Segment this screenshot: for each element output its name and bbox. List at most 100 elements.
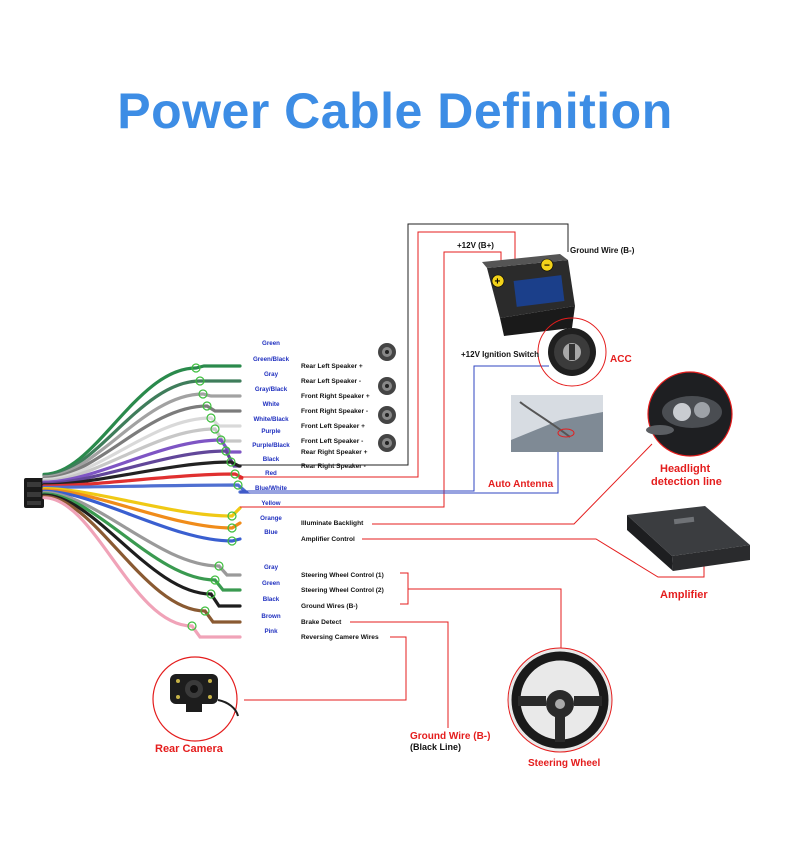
wire-function-label: Rear Right Speaker - [301, 463, 366, 470]
wire-7 [42, 449, 242, 485]
wire-function-label: Ground Wires (B-) [301, 603, 358, 610]
wire-ring-14 [214, 561, 224, 571]
wire-function-label: Steering Wheel Control (2) [301, 587, 384, 594]
ignition-key-image [537, 317, 607, 387]
wire-ring-11 [227, 511, 237, 521]
headlight-image [646, 371, 733, 457]
wire-color-label: Gray [264, 371, 279, 378]
wire-ring-2 [198, 389, 208, 399]
wire-ring-7 [221, 446, 231, 456]
wire-color-label: Gray/Black [255, 386, 288, 393]
speaker-icon-front-left [378, 406, 396, 424]
ignition-line [240, 365, 549, 492]
ignition-label: +12V Ignition Switch [461, 350, 539, 359]
wire-function-label: Amplifier Control [301, 536, 355, 543]
svg-text:−: − [544, 261, 550, 272]
wire-bundle [42, 363, 251, 639]
harness-connector [24, 478, 44, 508]
wire-function-label: Rear Left Speaker - [301, 378, 361, 385]
wire-ring-1 [195, 376, 205, 386]
wire-12 [42, 488, 242, 530]
battery-image: + − [482, 254, 575, 336]
amplifier-label: Amplifier [660, 589, 708, 601]
wire-6 [42, 438, 242, 484]
wire-function-label: Rear Left Speaker + [301, 363, 363, 370]
antenna-image [511, 395, 603, 452]
wire-color-label: Black [263, 456, 280, 463]
svg-text:+: + [495, 277, 501, 288]
wire-function-label: Brake Detect [301, 619, 342, 626]
wire-color-label: Black [263, 596, 280, 603]
ground-wire-bottom-label: Ground Wire (B-) [410, 731, 490, 742]
wire-color-label: Yellow [261, 500, 280, 507]
acc-label: ACC [610, 354, 632, 365]
speaker-icon-rear-left [378, 343, 396, 361]
headlight-label-line1: Headlight [660, 463, 710, 475]
wire-11 [42, 487, 242, 518]
headlight-label-line2: detection line [651, 476, 722, 488]
camera-line [244, 636, 407, 701]
wire-5 [42, 427, 242, 483]
wire-function-label: Rear Right Speaker + [301, 449, 368, 456]
wire-16 [42, 493, 242, 608]
wire-8 [42, 460, 242, 487]
wire-color-label: Red [265, 470, 277, 477]
brake-line [350, 621, 449, 728]
wire-function-label: Steering Wheel Control (1) [301, 572, 384, 579]
wire-color-label: Gray [264, 564, 279, 571]
speaker-icon-rear-right [378, 434, 396, 452]
page-title: Power Cable Definition [117, 83, 673, 139]
amplifier-image [627, 506, 750, 571]
wire-color-label: Orange [260, 515, 282, 522]
headlight-line [372, 443, 653, 525]
speaker-icons [378, 343, 396, 452]
wire-ring-17 [200, 606, 210, 616]
steering-line [408, 588, 562, 648]
wire-ring-10 [233, 480, 243, 490]
wire-ring-4 [206, 413, 216, 423]
wire-1 [42, 379, 242, 478]
auto-antenna-label: Auto Antenna [488, 479, 554, 490]
wire-color-label: Purple [261, 428, 281, 435]
battery-plus-line [240, 231, 516, 478]
wire-15 [42, 492, 242, 592]
wire-color-label: Green [262, 340, 280, 347]
wire-ring-5 [210, 424, 220, 434]
black-line-label: (Black Line) [410, 742, 461, 752]
steering-wheel-image [507, 647, 613, 753]
rear-camera-image [152, 656, 239, 742]
antenna-line [240, 452, 559, 494]
wire-color-label: Purple/Black [252, 442, 290, 449]
wire-ring-6 [216, 435, 226, 445]
wire-10 [42, 483, 251, 494]
wire-ring-0 [191, 363, 201, 373]
wire-13 [42, 489, 242, 543]
yellow-battery-line [240, 251, 502, 508]
wire-color-label: Pink [264, 628, 278, 635]
wire-9 [42, 472, 244, 488]
wire-color-label: Blue/White [255, 485, 288, 492]
rear-camera-label: Rear Camera [155, 743, 224, 755]
battery-plus-label: +12V (B+) [457, 241, 494, 250]
connection-lines [240, 223, 705, 728]
amplifier-line [362, 538, 705, 578]
wire-14 [42, 490, 242, 577]
ground-wire-top-label: Ground Wire (B-) [570, 246, 635, 255]
wire-function-label: Front Left Speaker - [301, 438, 363, 445]
wire-ring-15 [210, 575, 220, 585]
wire-function-label: Front Right Speaker - [301, 408, 368, 415]
speaker-icon-front-right [378, 377, 396, 395]
wire-ring-18 [187, 621, 197, 631]
wire-ring-3 [202, 401, 212, 411]
wire-ring-9 [230, 469, 240, 479]
wire-function-label: Front Left Speaker + [301, 423, 365, 430]
wire-color-label: Brown [261, 613, 280, 620]
wire-function-label: Illuminate Backlight [301, 520, 364, 527]
wire-2 [42, 392, 242, 479]
wire-color-label: White [263, 401, 280, 408]
wire-color-label: White/Black [253, 416, 289, 423]
battery-ground-line [240, 223, 569, 466]
wire-color-label: Blue [264, 529, 278, 536]
